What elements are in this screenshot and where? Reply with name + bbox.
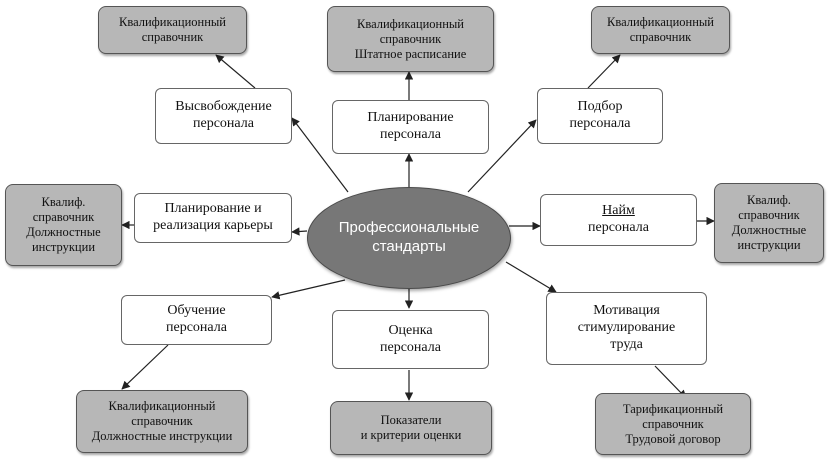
arrow-selection-to-doc [587,54,621,89]
node-selection: Подбор персонала [537,88,663,144]
doc-release: Квалификационный справочник [98,6,247,54]
node-selection-line-1: Подбор [577,99,623,115]
doc-career-line-1: Квалиф. [41,195,86,209]
node-release-line-1: Высвобождение [175,99,272,115]
node-assessment-line-2: персонала [380,339,441,355]
arrow-center-to-training [271,279,346,300]
doc-motivation-line-2: справочник [642,416,704,431]
node-motivation-line-3: труда [610,336,643,352]
doc-selection: Квалификационный справочник [591,6,730,54]
node-hiring-line-1: Найм [602,203,635,219]
node-career-line-2: реализация карьеры [153,218,273,233]
doc-planning: Квалификационный справочник Штатное расп… [327,6,494,72]
arrow-release-to-doc [215,54,256,89]
doc-training-line-2: справочник [131,414,193,428]
doc-career: Квалиф. справочник Должностные инструкци… [5,184,122,266]
doc-hiring: Квалиф. справочник Должностные инструкци… [714,183,824,263]
node-planning-line-2: персонала [380,127,441,142]
doc-planning-line-2: справочник [379,31,442,46]
doc-assessment-line-2: и критерии оценки [360,428,462,442]
center-line-2: стандарты [372,238,446,255]
node-selection-line-2: персонала [569,116,631,131]
node-training-line-2: персонала [166,320,227,335]
professional-standards-node: Профессиональные стандарты [307,187,511,289]
doc-assessment-line-1: Показатели [380,413,442,427]
doc-motivation: Тарификационный справочник Трудовой дого… [595,393,751,455]
node-career: Планирование и реализация карьеры [134,193,292,243]
doc-training: Квалификационный справочник Должностные … [76,390,248,453]
node-training: Обучение персонала [121,295,272,345]
node-assessment-line-1: Оценка [388,322,433,338]
node-planning: Планирование персонала [332,100,489,154]
arrow-center-to-motivation [505,261,557,293]
doc-hiring-line-2: справочник [738,208,800,222]
node-motivation-line-2: стимулирование [577,320,676,336]
doc-assessment: Показатели и критерии оценки [330,401,492,455]
node-training-line-1: Обучение [167,303,226,319]
doc-training-line-1: Квалификационный [108,399,216,413]
node-hiring-line-2: персонала [588,220,649,235]
arrow-center-to-career [291,227,308,236]
doc-planning-line-1: Квалификационный [357,16,464,31]
node-hiring: Найм персонала [540,194,697,246]
arrow-center-to-selection [467,119,537,193]
doc-selection-line-2: справочник [629,30,692,44]
arrow-training-to-doc [121,344,169,390]
arrow-motivation-to-doc [654,365,687,399]
doc-motivation-line-1: Тарификационный [622,401,724,416]
doc-release-line-1: Квалификационный [119,15,226,29]
doc-career-line-4: инструкции [31,240,96,254]
doc-career-line-3: Должностные [26,225,101,239]
doc-career-line-2: справочник [32,210,95,224]
center-line-1: Профессиональные [338,219,480,237]
node-release-line-2: персонала [193,116,254,131]
doc-training-line-3: Должностные инструкции [91,429,233,443]
doc-hiring-line-4: инструкции [737,238,801,252]
node-planning-line-1: Планирование [367,110,454,126]
doc-release-line-2: справочник [141,30,204,44]
arrow-center-to-release [291,117,349,193]
doc-planning-line-3: Штатное расписание [354,46,467,61]
doc-hiring-line-3: Должностные [731,223,807,237]
node-motivation-line-1: Мотивация [593,303,660,319]
doc-motivation-line-3: Трудовой договор [625,431,721,446]
node-motivation: Мотивация стимулирование труда [546,292,707,365]
doc-selection-line-1: Квалификационный [607,15,714,29]
node-release: Высвобождение персонала [155,88,292,144]
node-assessment: Оценка персонала [332,310,489,369]
doc-hiring-line-1: Квалиф. [747,193,791,207]
node-career-line-1: Планирование и [164,201,262,217]
